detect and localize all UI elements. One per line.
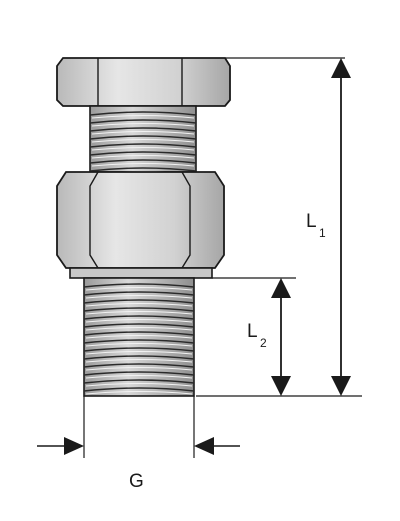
- thread-crest: [89, 143, 197, 148]
- thread-crest: [83, 339, 195, 344]
- thread-crest: [83, 347, 195, 352]
- dimension-l2: L 2: [212, 277, 296, 396]
- thread-crest: [83, 371, 195, 376]
- g-label: G: [129, 471, 144, 492]
- thread-highlight: [91, 123, 195, 127]
- thread-highlight: [85, 335, 193, 339]
- thread-highlight: [85, 327, 193, 331]
- thread-crest: [89, 127, 197, 132]
- thread-highlight: [85, 295, 193, 299]
- thread-crest: [83, 379, 195, 384]
- thread-crest: [83, 283, 195, 288]
- thread-crest: [89, 151, 197, 156]
- l2-subscript: 2: [260, 336, 267, 350]
- top-hex-nut: [56, 57, 231, 107]
- thread-crest: [89, 119, 197, 124]
- l1-label: L: [306, 211, 317, 232]
- thread-crest: [83, 299, 195, 304]
- thread-highlight: [85, 391, 193, 395]
- thread-highlight: [85, 311, 193, 315]
- thread-crest: [83, 315, 195, 320]
- thread-crest: [83, 291, 195, 296]
- thread-highlight: [85, 367, 193, 371]
- thread-crest: [89, 167, 197, 172]
- l1-subscript: 1: [319, 226, 326, 240]
- thread-highlight: [91, 163, 195, 167]
- lower-thread: [83, 277, 195, 397]
- thread-highlight: [85, 375, 193, 379]
- middle-hex-body: [56, 171, 225, 269]
- thread-highlight: [85, 287, 193, 291]
- thread-highlight: [85, 359, 193, 363]
- thread-highlight: [85, 303, 193, 307]
- thread-crest: [83, 331, 195, 336]
- thread-highlight: [91, 155, 195, 159]
- thread-crest: [89, 159, 197, 164]
- thread-crest: [83, 387, 195, 392]
- thread-crest: [83, 363, 195, 368]
- thread-highlight: [85, 343, 193, 347]
- l2-label: L: [247, 321, 258, 342]
- thread-crest: [83, 307, 195, 312]
- thread-crest: [83, 355, 195, 360]
- thread-highlight: [91, 131, 195, 135]
- dimension-l1: L 1: [196, 57, 362, 397]
- thread-crest: [83, 323, 195, 328]
- thread-highlight: [91, 139, 195, 143]
- thread-highlight: [85, 319, 193, 323]
- upper-thread: [89, 105, 197, 175]
- thread-highlight: [85, 351, 193, 355]
- thread-crest: [89, 135, 197, 140]
- thread-highlight: [91, 147, 195, 151]
- thread-highlight: [85, 383, 193, 387]
- washer-collar: [69, 267, 213, 279]
- thread-crest: [89, 111, 197, 116]
- lower-thread-crests: [83, 283, 195, 395]
- dimension-g: G: [37, 396, 240, 492]
- thread-highlight: [91, 115, 195, 119]
